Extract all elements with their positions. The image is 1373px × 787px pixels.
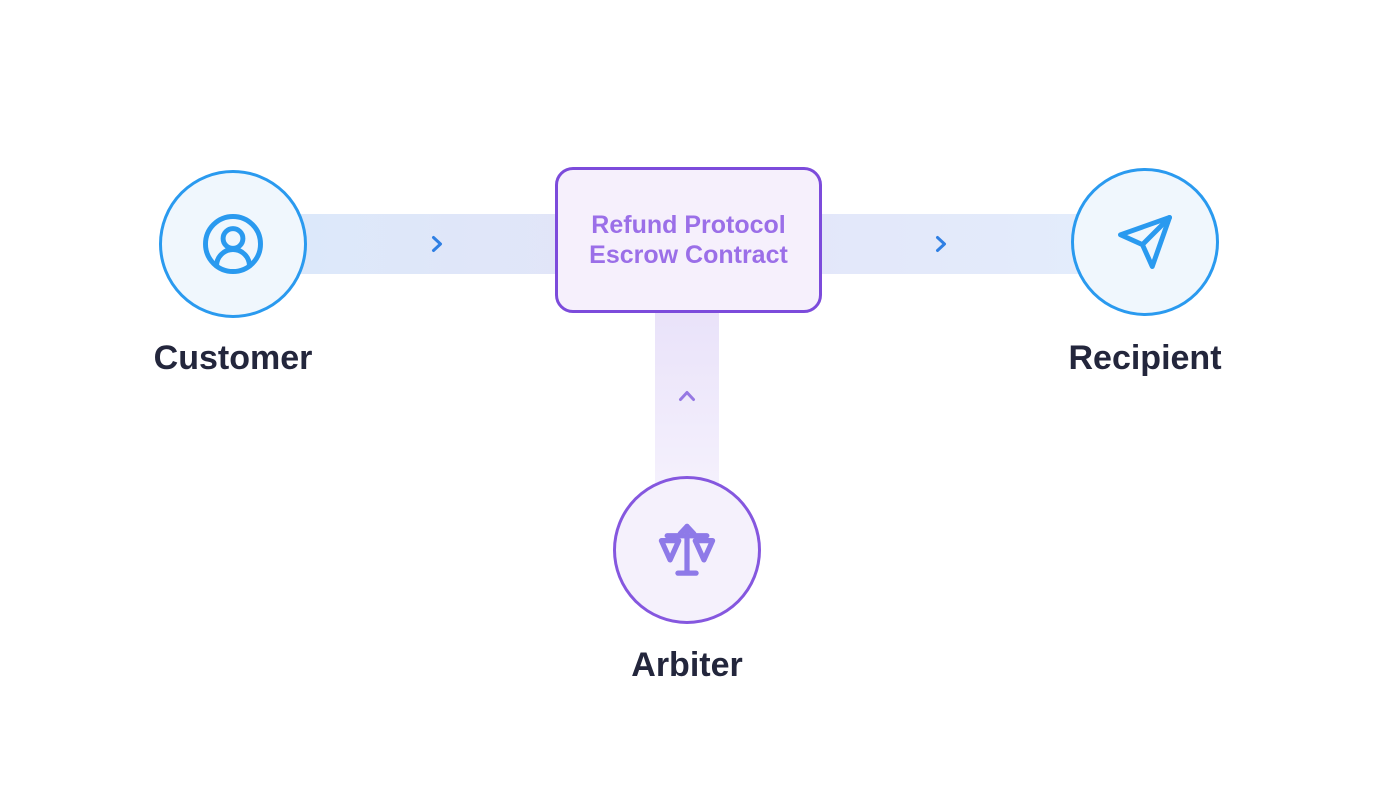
chevron-right-icon: [929, 232, 953, 256]
chevron-right-icon: [425, 232, 449, 256]
chevron-up-icon: [675, 384, 699, 408]
escrow-contract-box: Refund Protocol Escrow Contract: [555, 167, 822, 313]
arbiter-label: Arbiter: [631, 646, 743, 684]
send-icon: [1114, 211, 1176, 273]
flow-band-vertical: [655, 310, 719, 492]
contract-title-line1: Refund Protocol: [591, 211, 786, 239]
arbiter-node: [613, 476, 761, 624]
customer-node: [159, 170, 307, 318]
customer-label: Customer: [153, 339, 313, 377]
recipient-label: Recipient: [1068, 339, 1222, 377]
recipient-node: [1071, 168, 1219, 316]
scale-icon: [654, 517, 720, 583]
contract-title-line2: Escrow Contract: [589, 241, 788, 269]
user-circle-icon: [200, 211, 266, 277]
